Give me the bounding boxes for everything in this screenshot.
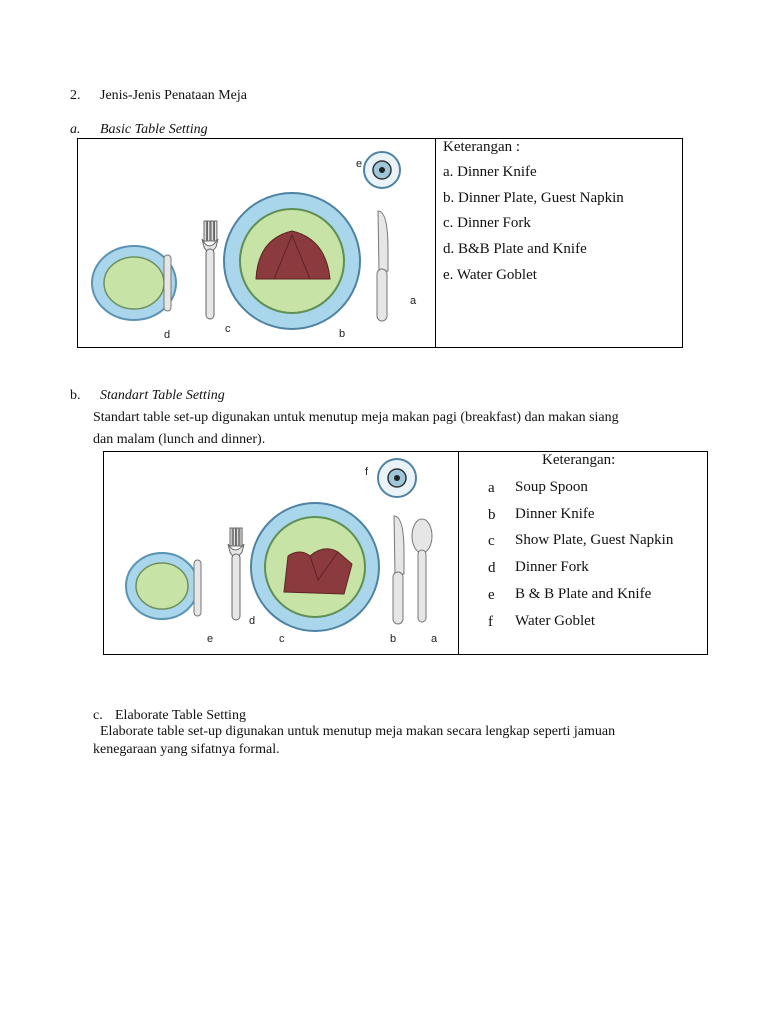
label-d: d	[164, 329, 170, 341]
dinner-knife-icon	[377, 211, 388, 321]
label-f: f	[365, 466, 368, 478]
bb-plate-icon	[126, 553, 198, 619]
standart-legend-key: f	[488, 614, 493, 631]
bb-plate-icon	[92, 246, 176, 320]
label-a: a	[431, 633, 437, 645]
standart-title: Standart Table Setting	[100, 388, 225, 404]
standart-legend-key: b	[488, 507, 496, 524]
elaborate-desc-line2: kenegaraan yang sifatnya formal.	[93, 742, 280, 758]
bb-knife-icon	[164, 255, 171, 311]
basic-legend-item: b. Dinner Plate, Guest Napkin	[443, 190, 624, 207]
dinner-fork-icon	[228, 528, 244, 620]
standart-setting-figure: a b c d e f Keterangan: a Soup Spoon b D…	[103, 451, 708, 655]
elaborate-desc-line1: Elaborate table set-up digunakan untuk m…	[100, 724, 615, 740]
basic-legend-item: c. Dinner Fork	[443, 215, 531, 232]
label-b: b	[390, 633, 396, 645]
basic-legend-item: d. B&B Plate and Knife	[443, 241, 587, 258]
standart-legend-key: d	[488, 560, 496, 577]
standart-legend-item: Dinner Knife	[515, 506, 595, 523]
section-heading: Jenis-Jenis Penataan Meja	[100, 88, 247, 104]
standart-desc-line1: Standart table set-up digunakan untuk me…	[93, 410, 619, 426]
label-c: c	[225, 323, 231, 335]
dinner-fork-icon	[202, 221, 218, 319]
standart-legend-key: e	[488, 587, 495, 604]
standart-legend-item: Soup Spoon	[515, 479, 588, 496]
elaborate-title: Elaborate Table Setting	[115, 708, 246, 724]
label-b: b	[339, 328, 345, 340]
basic-title: Basic Table Setting	[100, 122, 208, 138]
label-a: a	[410, 295, 416, 307]
soup-spoon-icon	[412, 519, 432, 622]
label-c: c	[279, 633, 285, 645]
standart-marker: b.	[70, 388, 81, 404]
basic-legend-item: a. Dinner Knife	[443, 164, 537, 181]
standart-legend-item: Show Plate, Guest Napkin	[515, 532, 673, 549]
standart-legend-item: B & B Plate and Knife	[515, 586, 651, 603]
standart-illustration	[104, 452, 459, 654]
standart-legend-item: Water Goblet	[515, 613, 595, 630]
water-goblet-icon	[364, 152, 400, 188]
standart-legend-title: Keterangan:	[542, 452, 615, 469]
dinner-knife-icon	[393, 516, 404, 624]
standart-desc-line2: dan malam (lunch and dinner).	[93, 432, 265, 448]
bb-knife-icon	[194, 560, 201, 616]
label-e: e	[207, 633, 213, 645]
label-e: e	[356, 158, 362, 170]
basic-legend-item: e. Water Goblet	[443, 267, 537, 284]
standart-legend-item: Dinner Fork	[515, 559, 589, 576]
basic-setting-figure: a b c d e Keterangan : a. Dinner Knife b…	[77, 138, 683, 348]
basic-legend-title: Keterangan :	[443, 139, 520, 156]
basic-illustration	[78, 139, 436, 347]
standart-legend-key: c	[488, 533, 495, 550]
section-number: 2.	[70, 88, 81, 104]
water-goblet-icon	[378, 459, 416, 497]
elaborate-marker: c.	[93, 708, 103, 724]
label-d: d	[249, 615, 255, 627]
basic-marker: a.	[70, 122, 81, 138]
guest-napkin-icon	[284, 549, 352, 594]
standart-legend-key: a	[488, 480, 495, 497]
